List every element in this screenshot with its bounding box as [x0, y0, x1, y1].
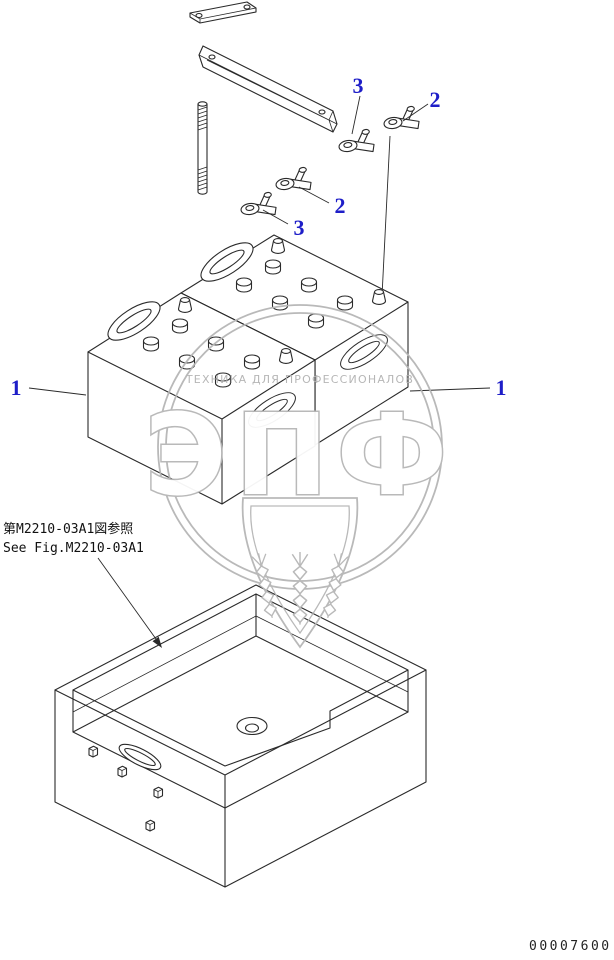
callout-2-lower: 2: [335, 193, 346, 218]
callout-1-left: 1: [11, 375, 22, 400]
reference-note: 第M2210-03A1図参照 See Fig.M2210-03A1: [3, 521, 144, 556]
terminal-clamp: [381, 105, 421, 134]
reference-note-jp: 第M2210-03A1図参照: [3, 521, 133, 537]
wheat-icon: [291, 551, 309, 626]
box-handle-slot: [118, 743, 162, 771]
callout-labels: 3 2 2 3 1 1: [11, 73, 507, 400]
terminal-clamp: [336, 128, 376, 157]
watermark-logo-text: ЭПФ: [145, 391, 456, 521]
leader-lines: [28, 95, 491, 396]
hold-down-plate: [189, 1, 257, 24]
hold-down-frame: [198, 45, 338, 133]
wheat-icon: [320, 551, 350, 621]
reference-note-en: See Fig.M2210-03A1: [3, 541, 144, 556]
battery-left: [87, 292, 316, 505]
terminal-clamp: [273, 166, 313, 195]
part-number: 00007600: [529, 939, 612, 954]
callout-1-right: 1: [496, 375, 507, 400]
battery-box: [54, 584, 427, 888]
watermark: ТЕХНИКА ДЛЯ ПРОФЕССИОНАЛОВ ЭПФ: [143, 304, 456, 649]
reference-arrow: [97, 557, 162, 648]
watermark-band-text: ТЕХНИКА ДЛЯ ПРОФЕССИОНАЛОВ: [185, 373, 414, 386]
callout-3-upper: 3: [353, 73, 364, 98]
callout-2-upper: 2: [430, 87, 441, 112]
threaded-rod: [197, 101, 208, 195]
callout-3-lower: 3: [294, 215, 305, 240]
watermark-shield: [241, 497, 359, 649]
